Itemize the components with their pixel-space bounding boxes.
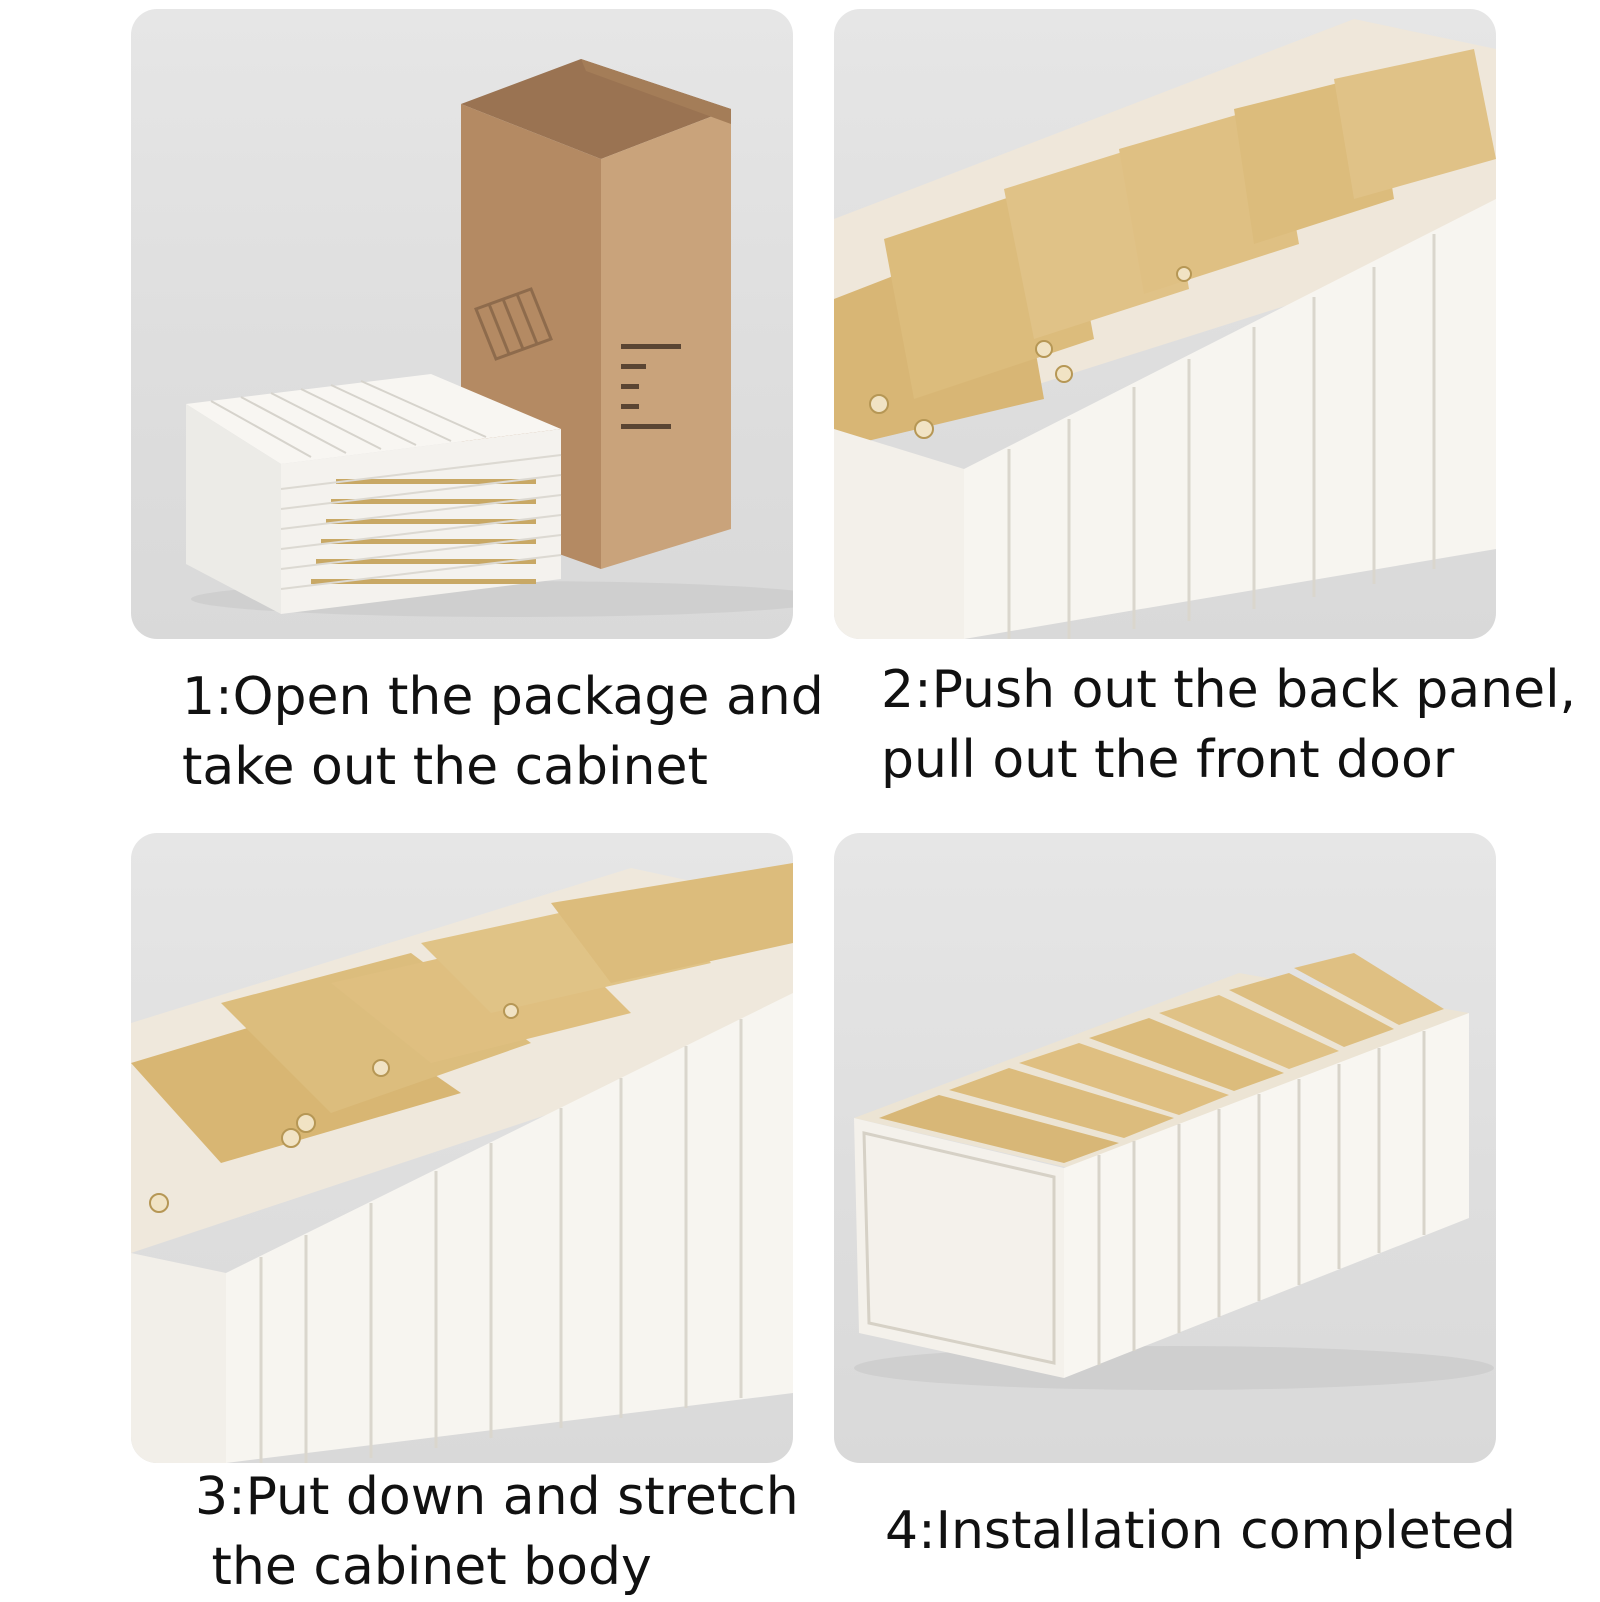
flat-pack-illustration (186, 59, 793, 617)
step-1-line-1: 1:Open the package and (182, 667, 824, 727)
step-2-line-1: 2:Push out the back panel, (881, 660, 1577, 720)
step-3-line-1: 3:Put down and stretch (195, 1467, 799, 1527)
step-3-caption: 3:Put down and stretch the cabinet body (195, 1462, 799, 1602)
step-1-image (131, 9, 793, 639)
step-4-line-1: 4:Installation completed (885, 1501, 1517, 1561)
box-opening-icon (461, 59, 731, 159)
step-2-caption: 2:Push out the back panel, pull out the … (881, 655, 1576, 795)
step-4-caption: 4:Installation completed (885, 1496, 1516, 1566)
step-2-line-2: pull out the front door (881, 730, 1455, 790)
step-3-image (131, 833, 793, 1463)
step-2-image (834, 9, 1496, 639)
step-1-caption: 1:Open the package and take out the cabi… (182, 662, 824, 802)
step-1-line-2: take out the cabinet (182, 737, 708, 797)
completed-cabinet-illustration (854, 953, 1494, 1390)
step-4-image (834, 833, 1496, 1463)
stretch-body-illustration (131, 863, 793, 1463)
push-panel-illustration (834, 19, 1496, 639)
step-3-line-2: the cabinet body (195, 1537, 652, 1597)
